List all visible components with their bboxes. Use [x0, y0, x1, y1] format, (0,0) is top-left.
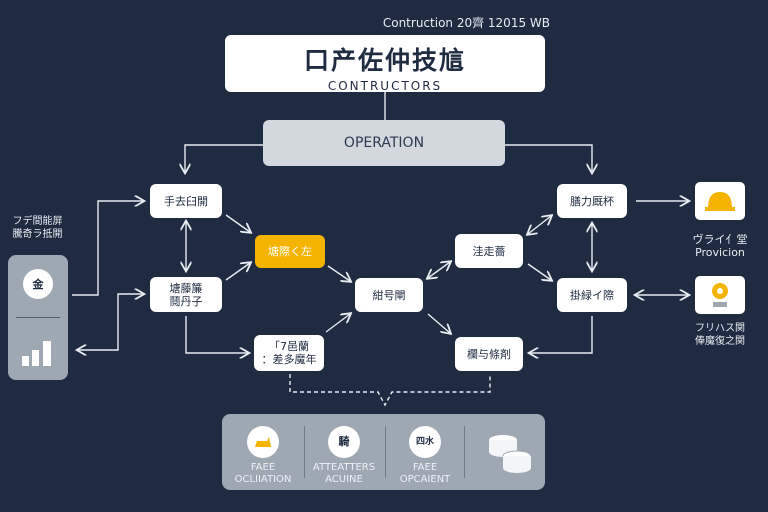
label-line: OCLIIATION [234, 474, 292, 485]
left-panel-label: フデ間能屏騰奇ラ抵開 [0, 215, 75, 241]
node-2-highlighted: 塘際く左 [255, 235, 325, 268]
sun-icon [712, 283, 728, 307]
title: 口产佐仲技訄 [303, 46, 466, 75]
node-label: 膳力厩杯 [570, 194, 614, 208]
hardhat-icon-box [695, 182, 745, 220]
label-line: 俸魔復之関 [695, 336, 745, 347]
node-label: ：差多魔年 [261, 353, 317, 366]
label-line: フリハス関 [695, 323, 745, 334]
node-label: 塘際く左 [268, 245, 312, 258]
node-label: 掛緑イ際 [570, 288, 614, 302]
grid-icon: 四水 [409, 426, 441, 458]
node-3: 塘藤簾鬩丹子 [150, 277, 222, 312]
node-label: 塘藤簾 [169, 281, 203, 295]
title-box: 口产佐仲技訄 CONTRUCTORS [225, 35, 545, 93]
database-icon [489, 435, 532, 473]
label-line: ATTEATTERS [312, 462, 376, 473]
money-icon: 金 [23, 269, 53, 299]
bottom-item-4 [468, 422, 546, 482]
label-line: OPCAIENT [399, 474, 451, 485]
caption: Contruction 20齊 12015 WB [382, 16, 550, 30]
node-label: 鬩丹子 [169, 294, 203, 308]
label-line: ヴライ亻堂 [692, 233, 748, 246]
node-7: 膳力厩杯 [557, 184, 627, 218]
hardhat-icon [247, 426, 279, 458]
divider [16, 317, 60, 318]
label-line: FAEE [250, 462, 276, 473]
hardhat-icon [705, 192, 735, 211]
document-icon: 騎 [328, 426, 360, 458]
subtitle: CONTRUCTORS [327, 79, 443, 93]
label-line: Provicion [695, 246, 745, 259]
node-label: 手去臼開 [164, 194, 208, 208]
sun-icon-box [695, 276, 745, 314]
node-1: 手去臼開 [150, 184, 222, 218]
sun-label: フリハス関俸魔復之関 [685, 322, 755, 348]
divider [304, 426, 305, 478]
node-label: 洼走薔 [472, 244, 506, 258]
node-label: 紺号閘 [372, 288, 406, 302]
operation-box: OPERATION [263, 120, 505, 166]
node-label: 欄与條剤 [467, 347, 511, 361]
left-panel: 金 [8, 255, 68, 380]
label-line: ACUINE [325, 474, 363, 485]
node-5: 紺号閘 [355, 278, 423, 312]
bar-chart-icon [22, 341, 51, 366]
divider [385, 426, 386, 478]
label-line: FAEE [412, 462, 438, 473]
divider [464, 426, 465, 478]
label-line: 騰奇ラ抵開 [12, 229, 63, 240]
node-8: 掛緑イ際 [557, 278, 627, 312]
node-4: 「7邑蘭：差多魔年 [254, 335, 324, 371]
node-label: 「7邑蘭 [269, 340, 309, 353]
label-line: フデ間能屏 [12, 216, 63, 227]
node-6: 洼走薔 [455, 234, 523, 268]
node-9: 欄与條剤 [455, 337, 523, 371]
